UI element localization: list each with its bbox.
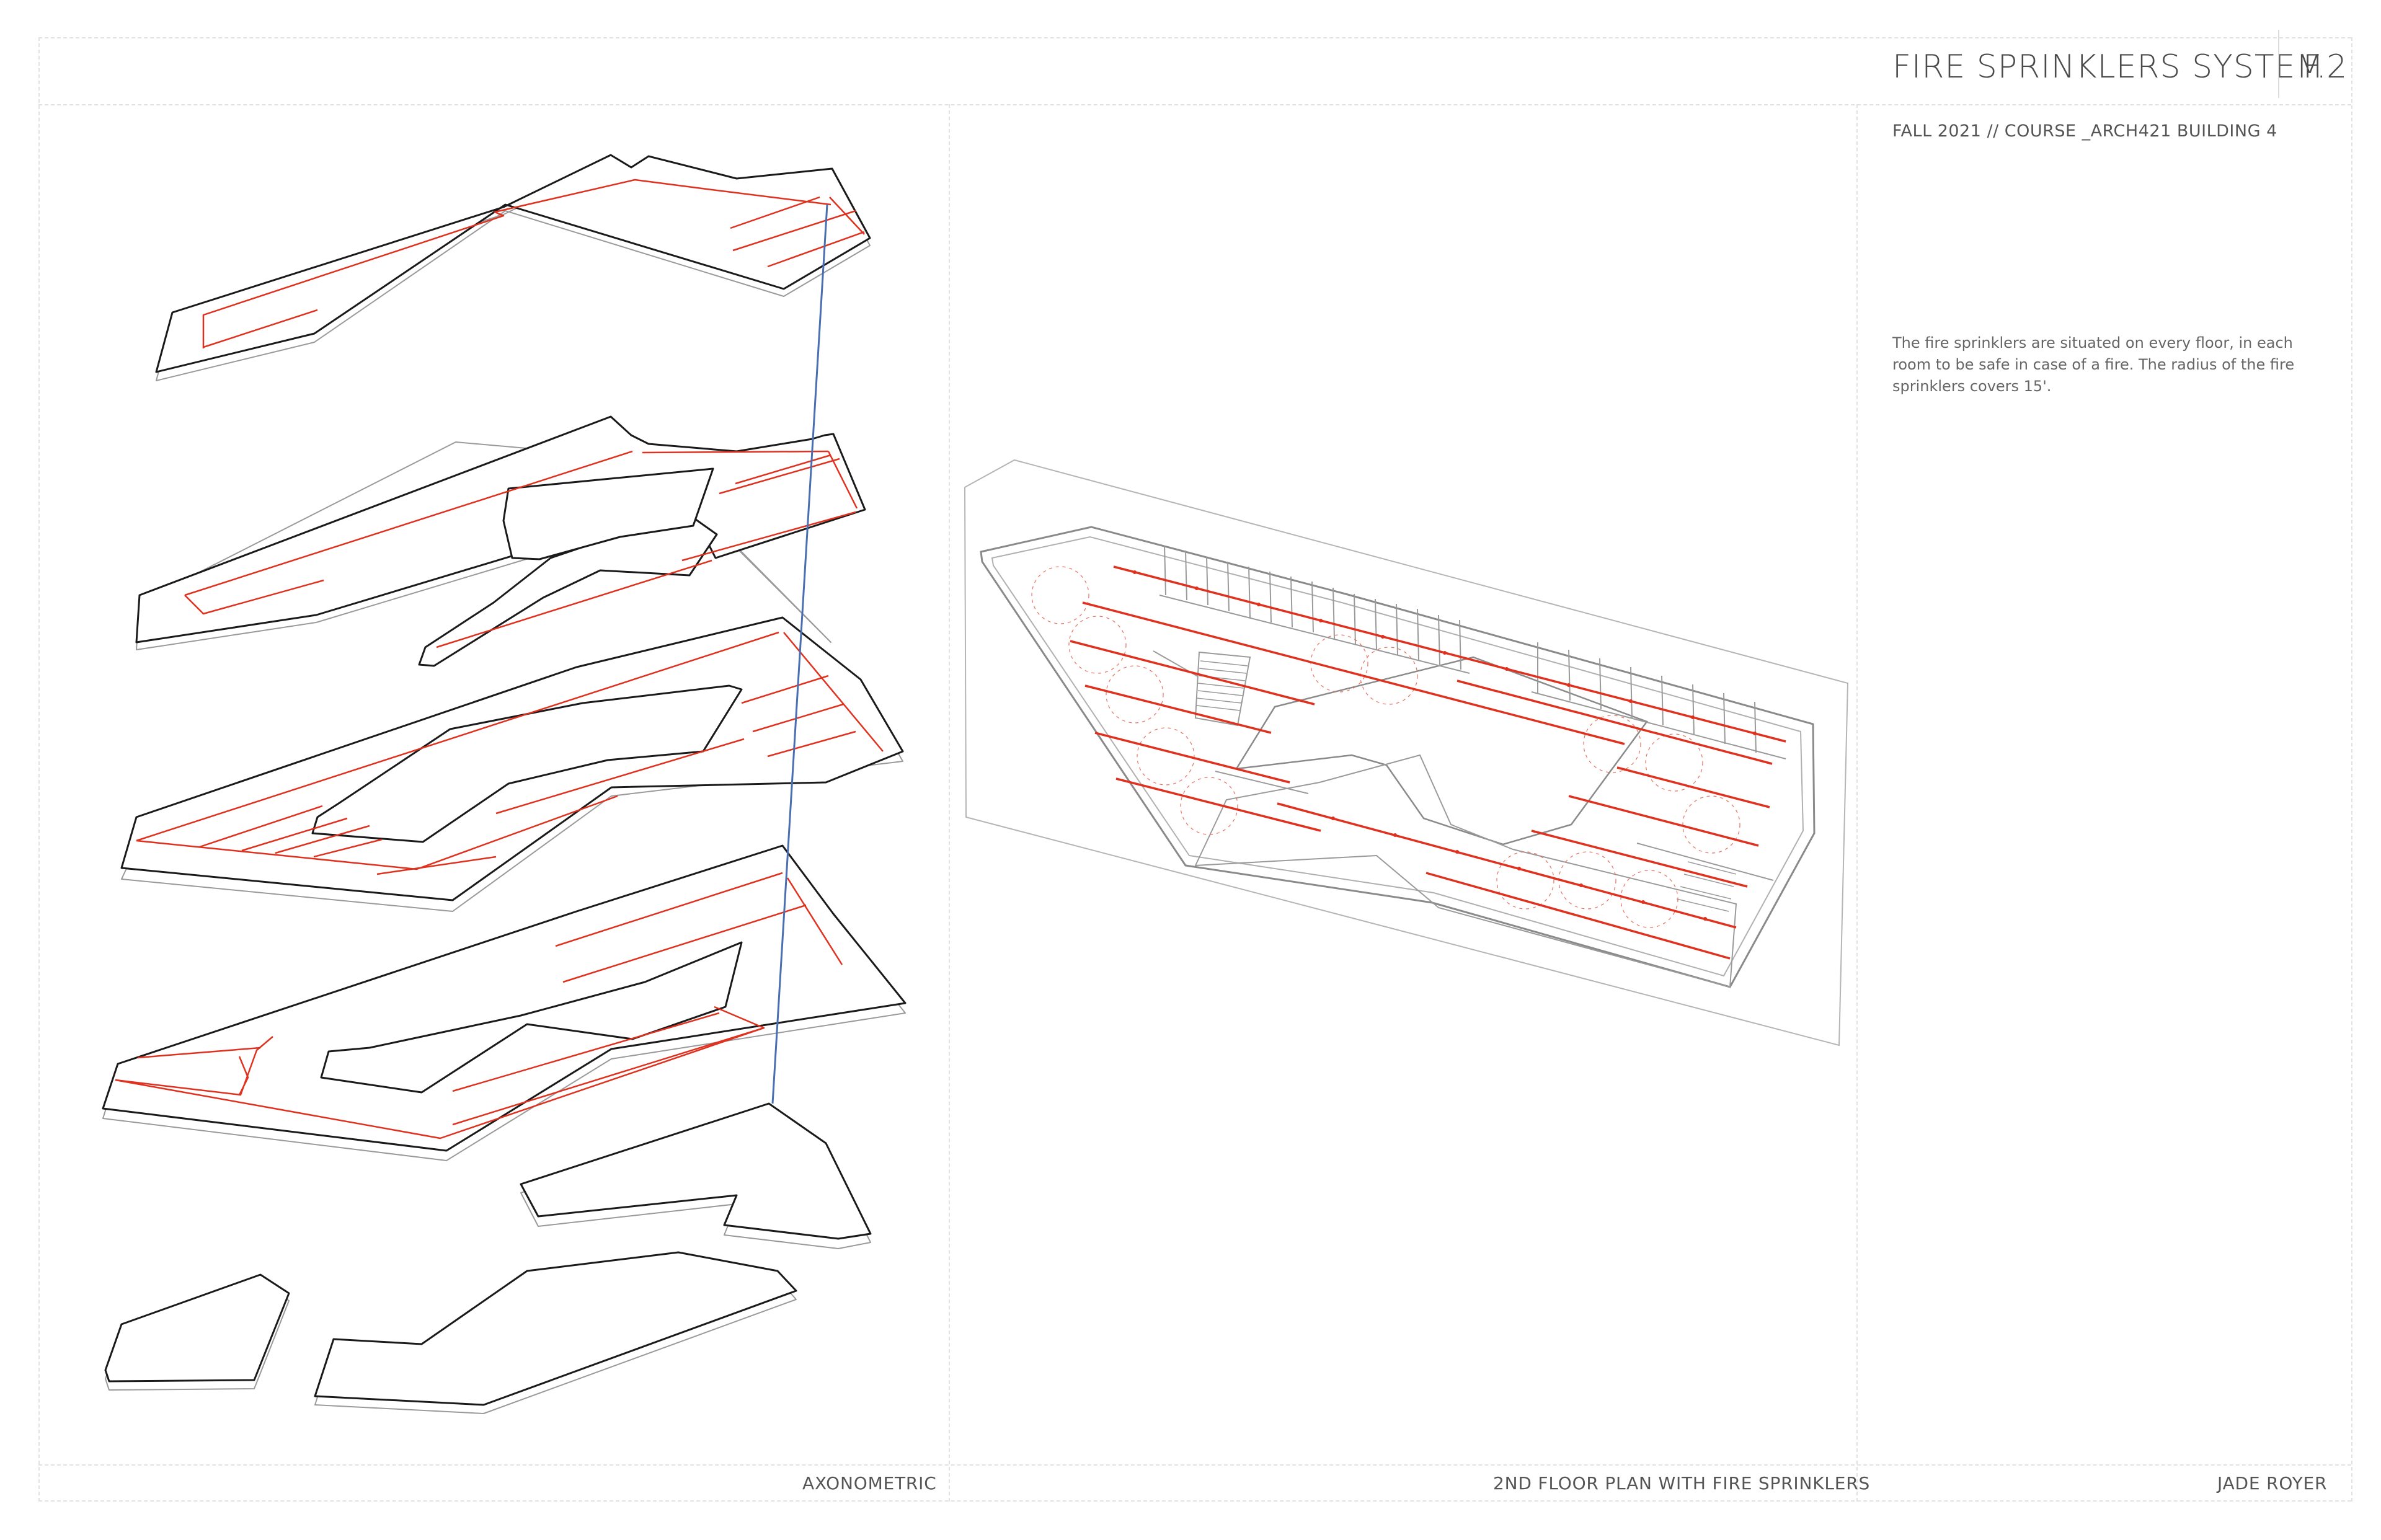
plan-site-boundary (964, 459, 1849, 1047)
plan-sprinkler-mains (1070, 565, 1786, 960)
caption-axonometric: AXONOMETRIC (802, 1473, 937, 1494)
axo-floor-3-void (311, 684, 743, 843)
plan-sprinkler-heads (1133, 570, 1757, 921)
frame-caption-top-line (38, 1464, 2351, 1466)
frame-rule-under-title (38, 104, 2351, 105)
frame-right-line (2351, 37, 2352, 1502)
axo-ground-floor (104, 1251, 797, 1414)
frame-left-line (38, 37, 40, 1502)
plan-room-partitions (1153, 545, 1786, 881)
axo-floor-1-wing-slab (520, 1102, 872, 1240)
axo-floor-4 (135, 415, 866, 667)
axo-floor-4-inner (502, 467, 714, 560)
title-divider (2278, 30, 2279, 98)
axo-ground-right-slab (314, 1251, 797, 1406)
frame-divider-2 (1856, 104, 1858, 1502)
plan-courtyard (1235, 656, 1648, 846)
axo-floor-2-void (320, 941, 743, 1094)
caption-floor-plan: 2ND FLOOR PLAN WITH FIRE SPRINKLERS (1493, 1473, 1871, 1494)
axo-floor-2 (102, 844, 907, 1161)
plan-stair (1194, 651, 1737, 912)
sheet-subtitle: FALL 2021 // COURSE _ARCH421 BUILDING 4 (1892, 122, 2277, 141)
axo-sprinkler-riser (771, 204, 828, 1104)
sheet-description: The fire sprinklers are situated on ever… (1892, 334, 2295, 395)
frame-top-line (38, 37, 2351, 38)
plan-building-outline (980, 526, 1816, 988)
axo-floor-5-slab (155, 154, 871, 373)
frame-divider-1 (949, 104, 950, 1502)
axo-floor-1-wing (520, 1102, 872, 1249)
sheet-number: F.2 (2303, 48, 2348, 86)
axo-floor-4-sprinklers (184, 450, 858, 648)
sheet-title: FIRE SPRINKLERS SYSTEM (1892, 48, 2325, 86)
axo-floor-5 (155, 154, 871, 381)
frame-bottom-line (38, 1500, 2351, 1502)
floor-plan-view (964, 459, 1849, 1047)
axo-floor-3 (120, 616, 904, 912)
caption-author: JADE ROYER (2217, 1473, 2328, 1494)
plan-sprinkler-coverage (1031, 566, 1740, 928)
axo-floor-5-sprinklers (202, 179, 865, 348)
axo-floor-2-sprinklers (115, 872, 843, 1140)
plan-building-outline-inner (991, 536, 1804, 977)
axonometric-view (102, 154, 907, 1414)
axo-ground-left-slab (104, 1273, 290, 1383)
